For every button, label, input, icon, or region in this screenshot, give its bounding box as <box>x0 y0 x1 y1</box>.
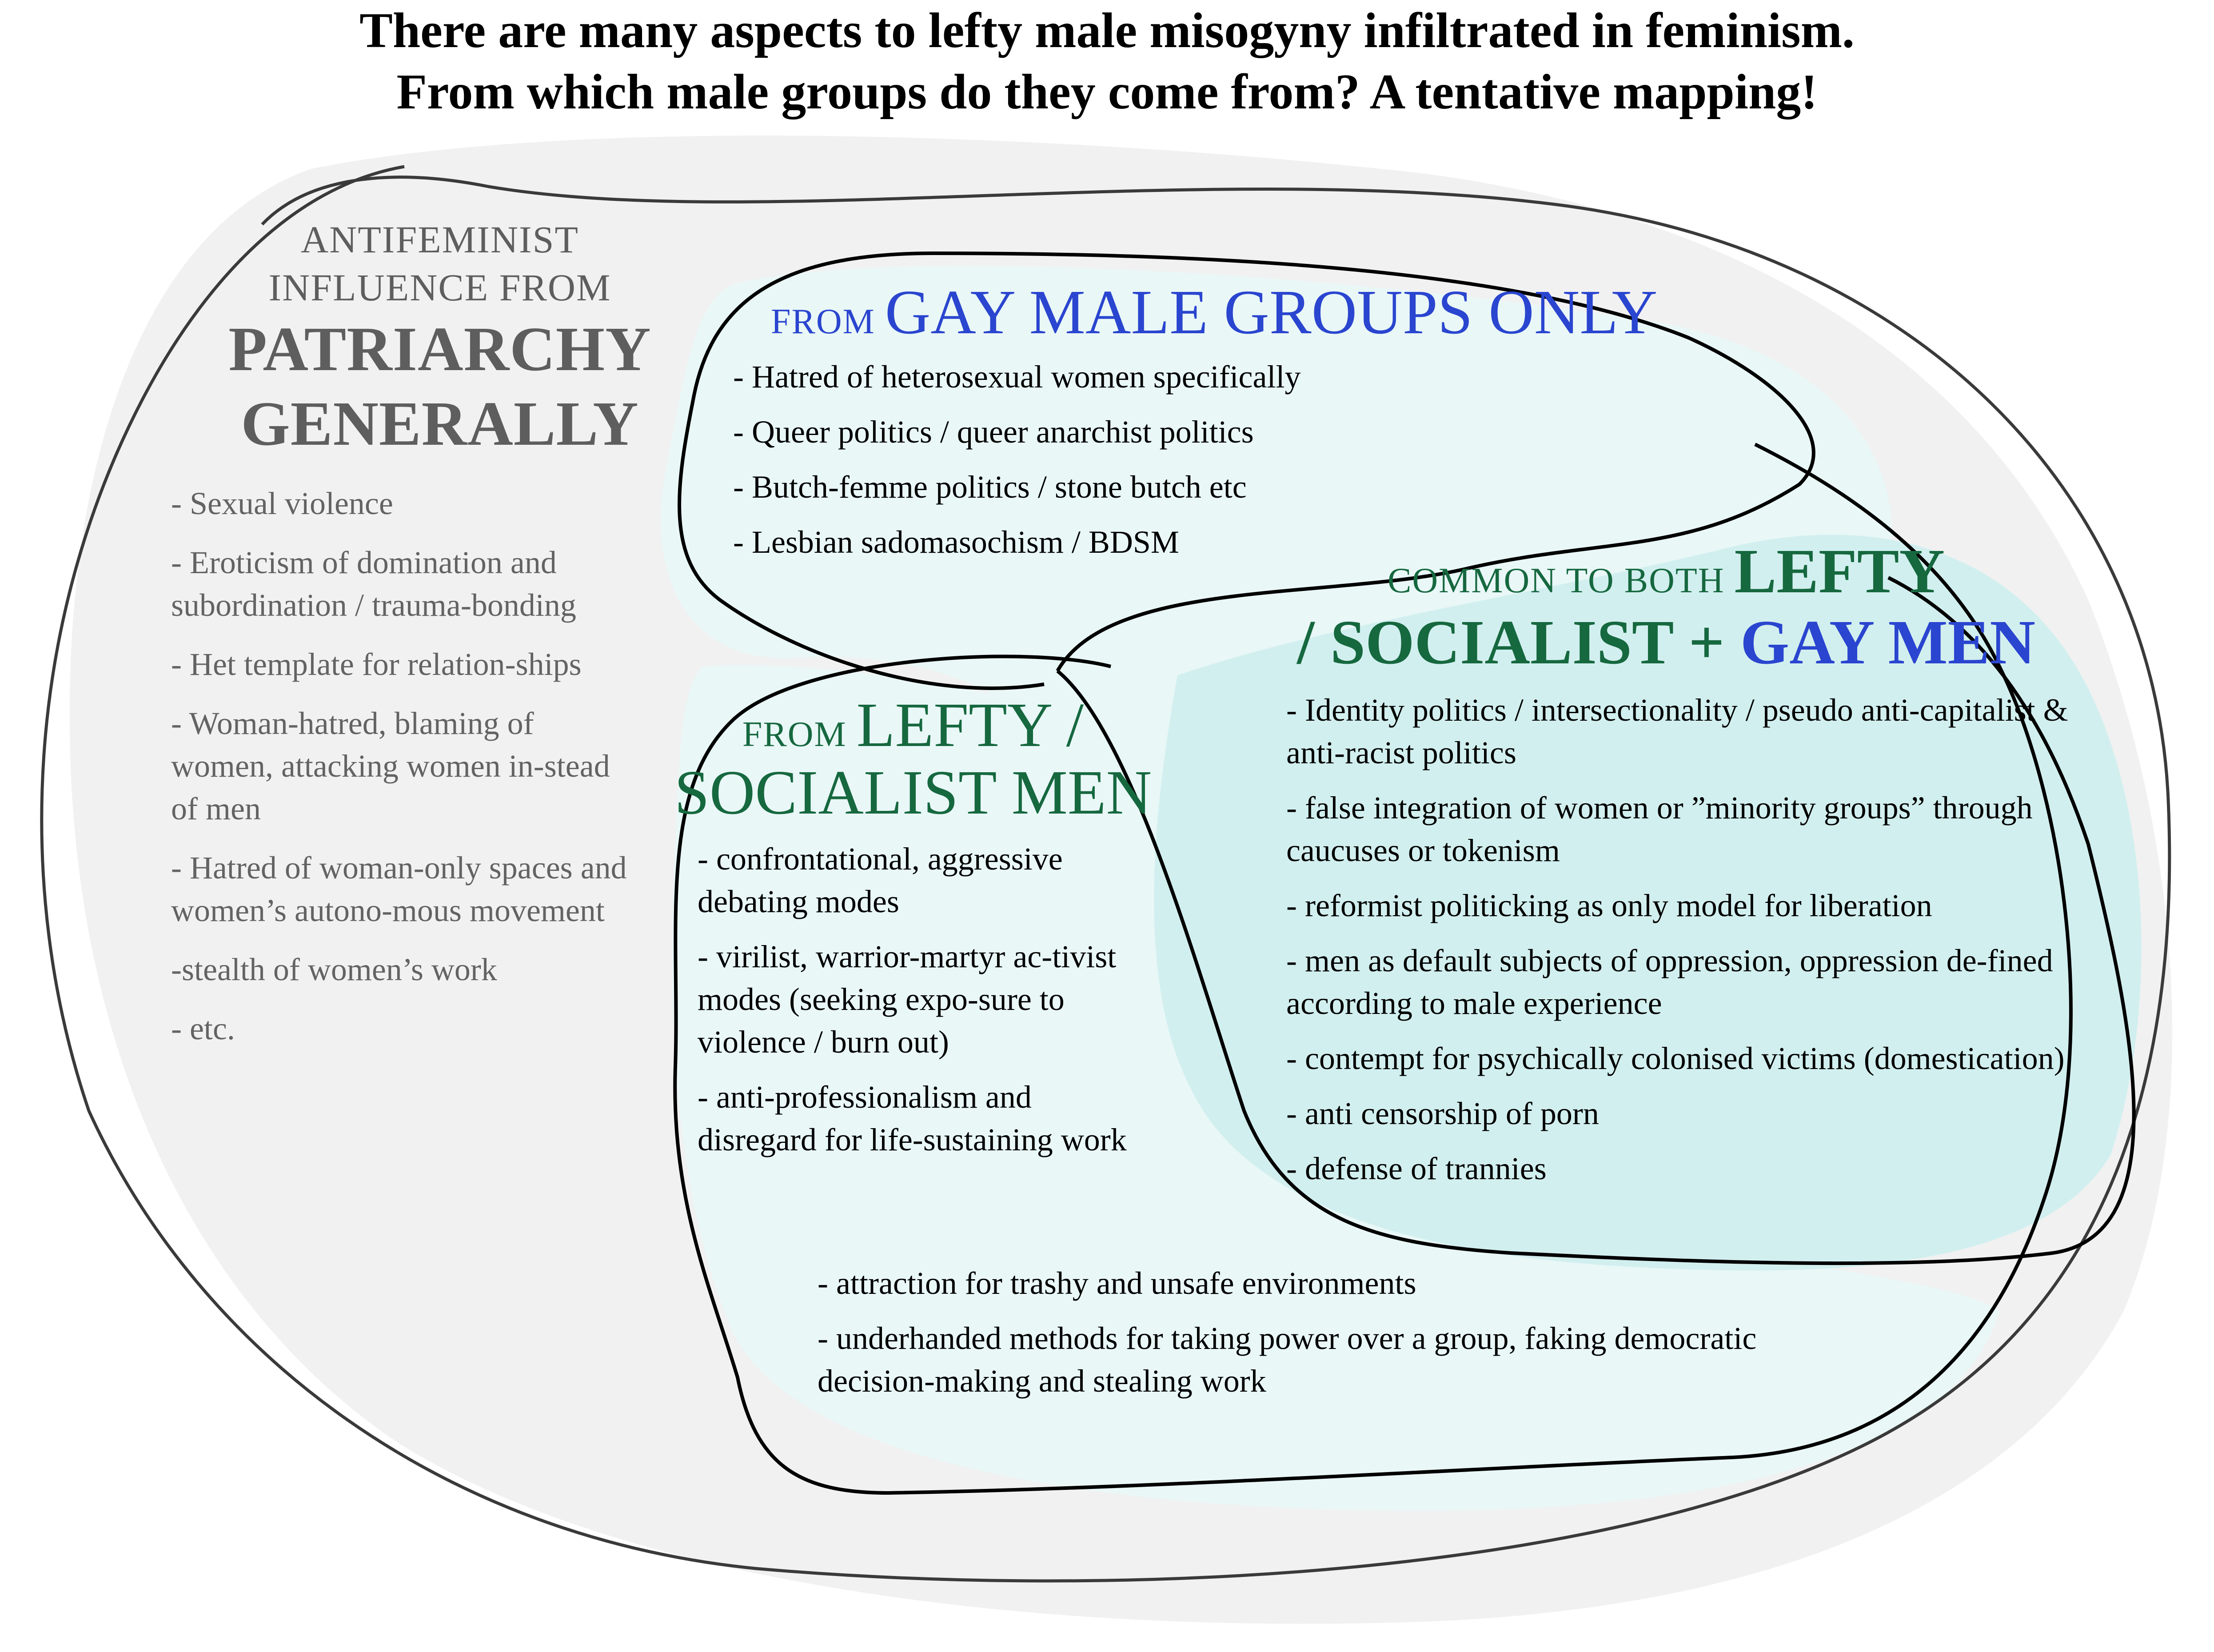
patriarchy-heading: ANTIFEMINIST INFLUENCE FROM PATRIARCHY G… <box>151 215 729 461</box>
lefty-heading-prefix: FROM <box>742 715 857 754</box>
shared-list: - attraction for trashy and unsafe envir… <box>818 1262 1795 1415</box>
gay-heading-prefix: FROM <box>771 302 885 341</box>
common-item: - reformist politicking as only model fo… <box>1286 888 1932 923</box>
gay-list: - Hatred of heterosexual women specifica… <box>733 355 1488 576</box>
patriarchy-heading-line-1: ANTIFEMINIST <box>301 218 579 261</box>
gay-item: - Butch-femme politics / stone butch etc <box>733 469 1247 505</box>
gay-item: - Queer politics / queer anarchist polit… <box>733 414 1254 450</box>
common-heading-line-2: / SOCIALIST + <box>1297 607 1740 677</box>
common-item: - defense of trannies <box>1286 1151 1547 1186</box>
lefty-heading-line-1: LEFTY / <box>856 690 1084 760</box>
patriarchy-heading-line-4: GENERALLY <box>241 388 639 459</box>
shared-item: - underhanded methods for taking power o… <box>818 1321 1757 1399</box>
lefty-item: - confrontational, aggressive debating m… <box>698 841 1063 919</box>
gay-heading-main: GAY MALE GROUPS ONLY <box>885 277 1658 347</box>
lefty-heading-line-2: SOCIALIST MEN <box>674 757 1152 827</box>
common-item: - false integration of women or ”minorit… <box>1286 790 2033 868</box>
patriarchy-outline <box>40 165 2171 1583</box>
patriarchy-heading-line-2: INFLUENCE FROM <box>268 266 611 309</box>
lefty-region-outline <box>673 443 2073 1495</box>
patriarchy-item: - etc. <box>171 1011 235 1046</box>
patriarchy-item: - Sexual violence <box>171 486 393 521</box>
patriarchy-item: - Woman-hatred, blaming of women, attack… <box>171 706 610 826</box>
common-item: - men as default subjects of oppression,… <box>1286 943 2053 1021</box>
title-line-1: There are many aspects to lefty male mis… <box>359 3 1855 58</box>
patriarchy-item: - Hatred of woman-only spaces and women’… <box>171 850 627 928</box>
patriarchy-item: -stealth of women’s work <box>171 952 497 987</box>
lefty-list: - confrontational, aggressive debating m… <box>698 838 1142 1173</box>
lefty-item: - virilist, warrior-martyr ac-tivist mod… <box>698 939 1117 1060</box>
common-heading-line-1: LEFTY <box>1734 536 1945 606</box>
page-title: There are many aspects to lefty male mis… <box>0 0 2214 123</box>
lefty-heading: FROM LEFTY / SOCIALIST MEN <box>658 691 1169 826</box>
common-heading: COMMON TO BOTH LEFTY / SOCIALIST + GAY M… <box>1280 535 2053 678</box>
shared-item: - attraction for trashy and unsafe envir… <box>818 1265 1416 1301</box>
patriarchy-item: - Het template for relation-ships <box>171 646 582 682</box>
gay-heading: FROM GAY MALE GROUPS ONLY <box>771 275 1657 348</box>
common-region-outline <box>1056 576 2136 1265</box>
gay-region-outline <box>678 251 1815 690</box>
common-teal-fill-blob <box>1154 535 2142 1271</box>
title-line-2: From which male groups do they come from… <box>396 64 1818 120</box>
common-item: - Identity politics / intersectionality … <box>1286 692 2068 770</box>
common-heading-line-3: GAY MEN <box>1740 607 2035 677</box>
patriarchy-item: - Eroticism of domination and subordinat… <box>171 545 576 623</box>
gay-item: - Hatred of heterosexual women specifica… <box>733 359 1301 395</box>
patriarchy-list: - Sexual violence - Eroticism of dominat… <box>171 482 642 1066</box>
common-list: - Identity politics / intersectionality … <box>1286 689 2086 1202</box>
patriarchy-heading-line-3: PATRIARCHY <box>228 314 651 384</box>
common-item: - contempt for psychically colonised vic… <box>1286 1041 2065 1076</box>
lefty-item: - anti-professionalism and disregard for… <box>698 1079 1127 1157</box>
common-heading-prefix: COMMON TO BOTH <box>1388 561 1735 600</box>
common-item: - anti censorship of porn <box>1286 1096 1599 1131</box>
gay-item: - Lesbian sadomasochism / BDSM <box>733 524 1179 560</box>
